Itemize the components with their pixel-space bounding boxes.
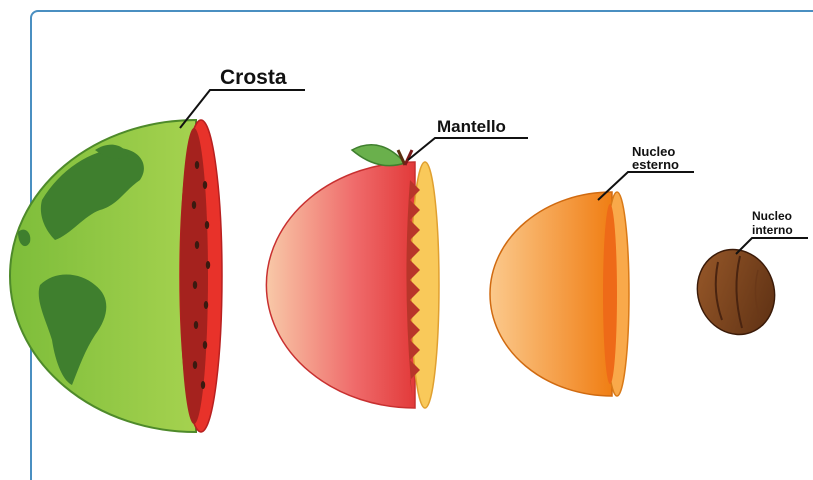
label-crust-text: Crosta [220, 66, 287, 89]
outer-core-orange [490, 192, 629, 396]
label-inner-core-line1: Nucleo [752, 209, 792, 223]
label-mantle: Mantello [408, 117, 528, 160]
label-outer-core-line2: esterno [632, 157, 679, 172]
label-inner-core-line2: interno [752, 223, 793, 237]
earth-watermelon [10, 120, 222, 432]
label-inner-core: Nucleo interno [736, 209, 808, 254]
label-mantle-text: Mantello [437, 117, 506, 136]
peach [266, 145, 439, 408]
inner-core-seed [686, 239, 787, 346]
label-crust: Crosta [180, 66, 305, 128]
earth-layers-diagram: Crosta Mantello Nucleo esterno Nucleo [0, 0, 813, 470]
